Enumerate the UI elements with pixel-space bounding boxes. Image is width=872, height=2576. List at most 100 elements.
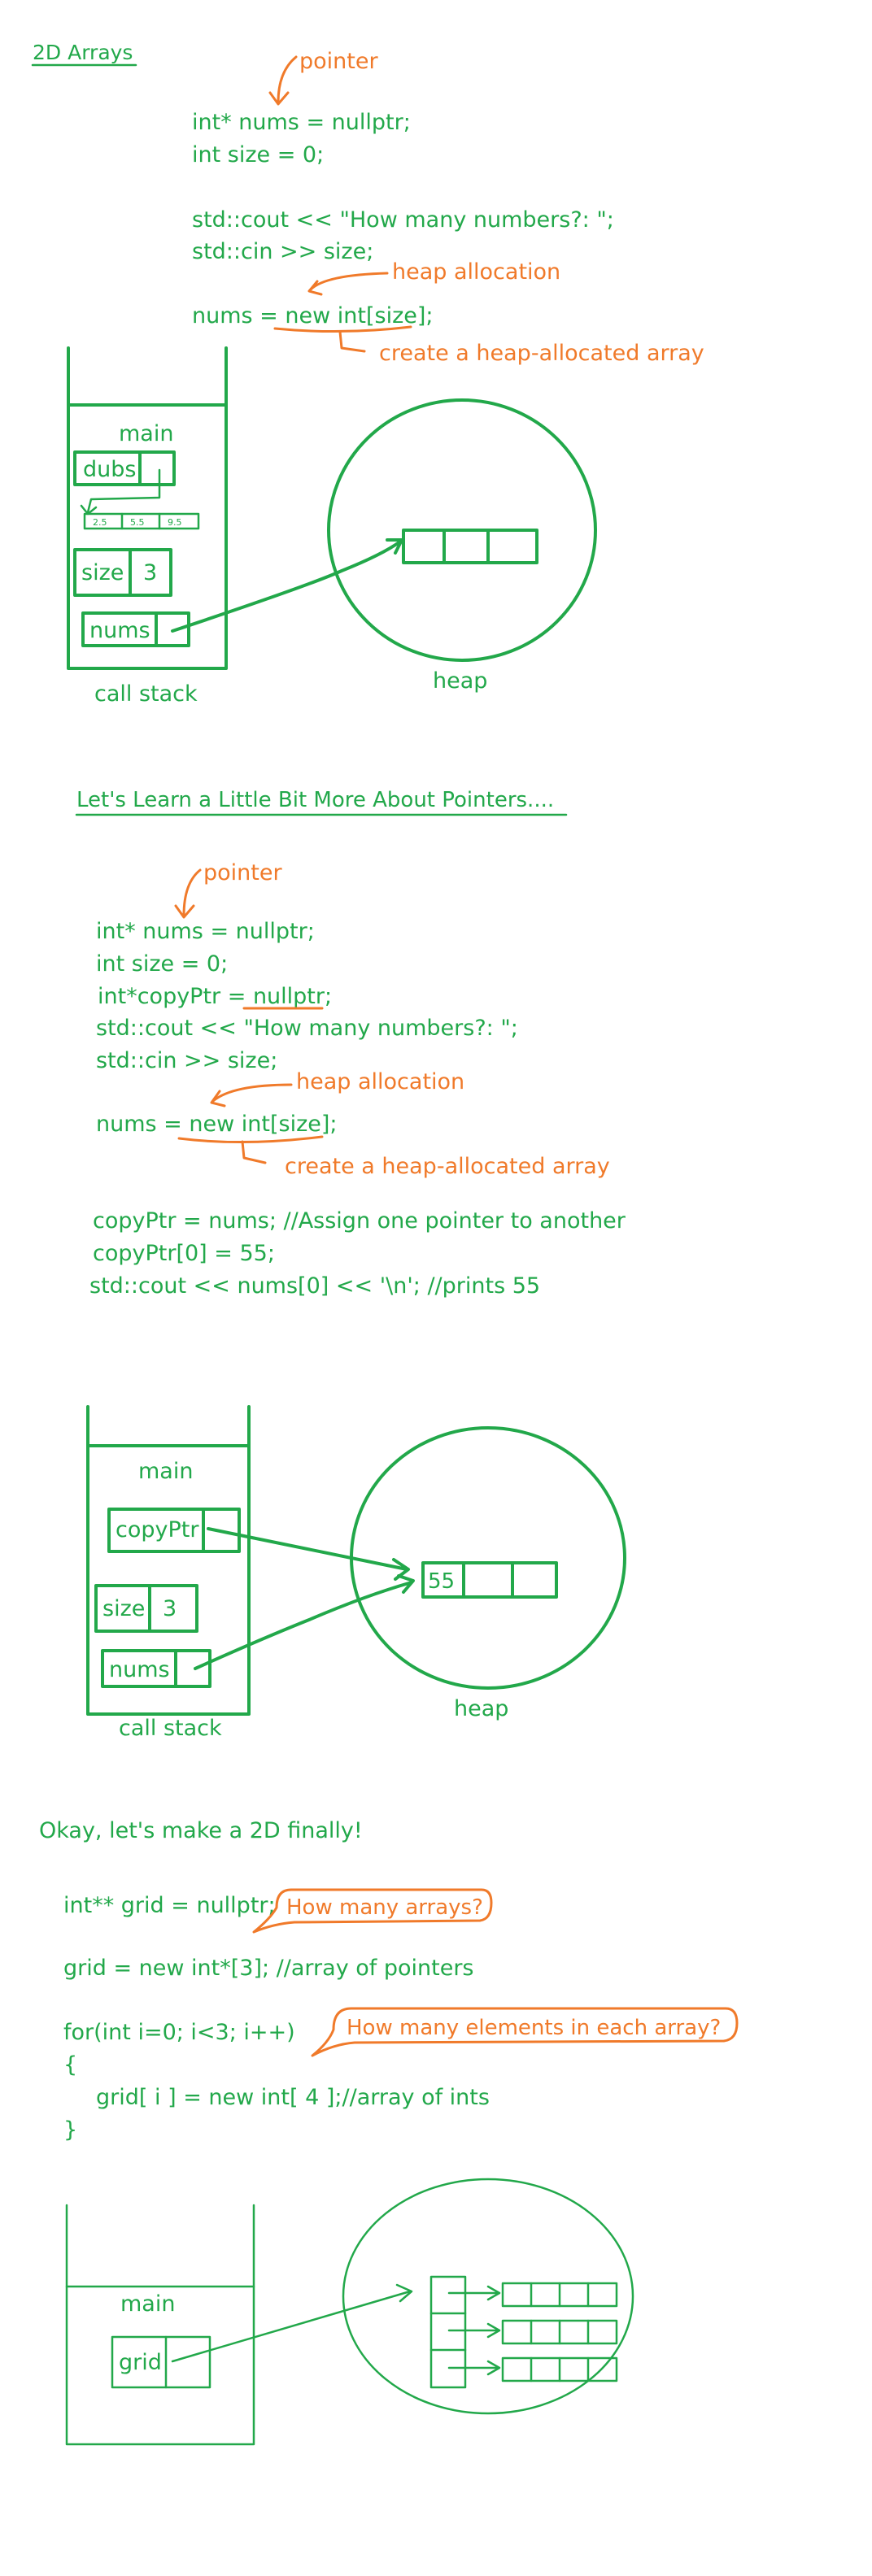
row-pointer-arrow [447, 2360, 501, 2376]
code-line: int* nums = nullptr; [192, 110, 411, 135]
section-title-2d: Okay, let's make a 2D finally! [39, 1818, 363, 1843]
mini-cell: 2.5 [93, 517, 107, 528]
mini-array: 2.5 5.5 9.5 [83, 512, 200, 530]
row-pointer-arrow [447, 2322, 501, 2339]
heap-circle [342, 2178, 634, 2415]
heap-array-note: create a heap-allocated array [379, 341, 704, 366]
code-line: std::cin >> size; [96, 1048, 277, 1073]
var-box-grid [111, 2335, 211, 2389]
call-stack-1: main dubs 2.5 5.5 9.5 size 3 nums call s… [67, 346, 228, 707]
heap-cell-value: 55 [428, 1569, 455, 1594]
frame-label-main: main [120, 2291, 175, 2317]
heap-array [421, 1561, 558, 1599]
code-line: nums = new int[size]; [192, 303, 434, 329]
int-array-row [501, 2319, 618, 2345]
call-stack-caption: call stack [119, 1716, 222, 1741]
mini-cell: 5.5 [130, 517, 145, 528]
var-label-size: size [102, 1596, 145, 1621]
pointer-note-arrow [268, 55, 298, 106]
new-int-underline [273, 325, 412, 333]
var-label-nums: nums [109, 1657, 170, 1682]
var-value-size: 3 [163, 1596, 177, 1621]
heap-array-bracket [241, 1140, 267, 1164]
heap-caption: heap [433, 668, 487, 694]
code-line: int* nums = nullptr; [96, 919, 315, 944]
code-block-2: int* nums = nullptr; int size = 0; int*c… [89, 919, 626, 1299]
mini-cell: 9.5 [168, 517, 182, 528]
heap-circle [350, 1426, 626, 1690]
how-many-arrays-callout [252, 1888, 493, 1934]
how-many-elements-note: How many elements in each array? [347, 2016, 721, 2040]
code-line: for(int i=0; i<3; i++) [63, 2020, 295, 2045]
code-line: std::cout << "How many numbers?: "; [96, 1016, 518, 1041]
heap-circle [327, 398, 597, 662]
var-box-dubs [73, 450, 176, 486]
code-line: nums = new int[size]; [96, 1112, 338, 1137]
code-line: int size = 0; [96, 951, 228, 977]
code-line: copyPtr = nums; //Assign one pointer to … [93, 1208, 626, 1234]
code-line: std::cin >> size; [192, 239, 373, 264]
heap-allocation-note: heap allocation [296, 1069, 464, 1094]
code-line: { [63, 2052, 77, 2078]
code-line: copyPtr[0] = 55; [93, 1241, 275, 1266]
int-array-row [501, 2356, 618, 2382]
section-2d-arrays: 2D Arrays pointer int* nums = nullptr; i… [31, 41, 704, 707]
section-2d: Okay, let's make a 2D finally! int** gri… [39, 1818, 739, 2446]
call-stack-outline [86, 1405, 251, 1716]
copyptr-to-heap-arrow [207, 1527, 410, 1581]
var-box-nums [101, 1649, 211, 1688]
pointer-note: pointer [203, 860, 282, 886]
heap-3 [342, 2178, 634, 2415]
call-stack-outline [67, 346, 228, 670]
how-many-arrays-note: How many arrays? [286, 1895, 483, 1920]
code-line: std::cout << nums[0] << '\n'; //prints 5… [89, 1273, 540, 1299]
var-label-grid: grid [119, 2350, 162, 2375]
var-box-copyptr [107, 1508, 241, 1553]
code-line: int size = 0; [192, 142, 324, 168]
var-label-size: size [81, 560, 124, 585]
heap-allocation-arrow [307, 272, 389, 296]
call-stack-caption: call stack [94, 681, 198, 707]
heap-1: heap [327, 398, 597, 694]
pointer-note: pointer [299, 49, 378, 74]
pointer-array [429, 2275, 467, 2389]
section-title-2d-arrays: 2D Arrays [33, 41, 133, 64]
code-line: std::cout << "How many numbers?: "; [192, 207, 614, 233]
var-value-size: 3 [143, 560, 157, 585]
frame-label-main: main [119, 421, 173, 446]
var-label-nums: nums [89, 618, 150, 643]
call-stack-2: main copyPtr size 3 nums call stack [86, 1405, 251, 1741]
code-line: int*copyPtr = nullptr; [98, 984, 332, 1009]
nums-to-heap-arrow [194, 1574, 415, 1670]
pointer-note-arrow [174, 868, 202, 919]
section-title-pointers: Let's Learn a Little Bit More About Poin… [76, 788, 554, 812]
var-label-dubs: dubs [83, 457, 136, 482]
row-pointer-arrow [447, 2285, 501, 2301]
heap-array [402, 529, 538, 564]
var-box-size [94, 1584, 198, 1633]
code-line: } [63, 2117, 77, 2143]
code-block-3: int** grid = nullptr; grid = new int*[3]… [63, 1893, 490, 2143]
call-stack-3: main grid [65, 2204, 255, 2446]
int-array-row [501, 2282, 618, 2308]
var-label-copyptr: copyPtr [116, 1517, 199, 1543]
var-box-nums [81, 611, 190, 647]
heap-array-bracket [338, 330, 366, 353]
heap-2: 55 heap [350, 1426, 626, 1721]
heap-caption: heap [454, 1696, 508, 1721]
how-many-elements-callout [311, 2007, 739, 2057]
heap-allocation-note: heap allocation [392, 259, 560, 285]
code-block-1: int* nums = nullptr; int size = 0; std::… [192, 110, 614, 329]
frame-label-main: main [138, 1459, 193, 1484]
code-line: grid = new int*[3]; //array of pointers [63, 1956, 474, 1981]
heap-allocation-arrow [210, 1083, 293, 1107]
code-line: grid[ i ] = new int[ 4 ];//array of ints [96, 2085, 490, 2110]
section-pointers: Let's Learn a Little Bit More About Poin… [75, 788, 626, 1741]
var-box-size [73, 548, 172, 597]
grid-to-heap-arrow [171, 2283, 413, 2363]
call-stack-outline [65, 2204, 255, 2446]
code-line: int** grid = nullptr; [63, 1893, 276, 1918]
nums-to-heap-arrow [171, 538, 403, 633]
heap-array-note: create a heap-allocated array [285, 1154, 610, 1179]
